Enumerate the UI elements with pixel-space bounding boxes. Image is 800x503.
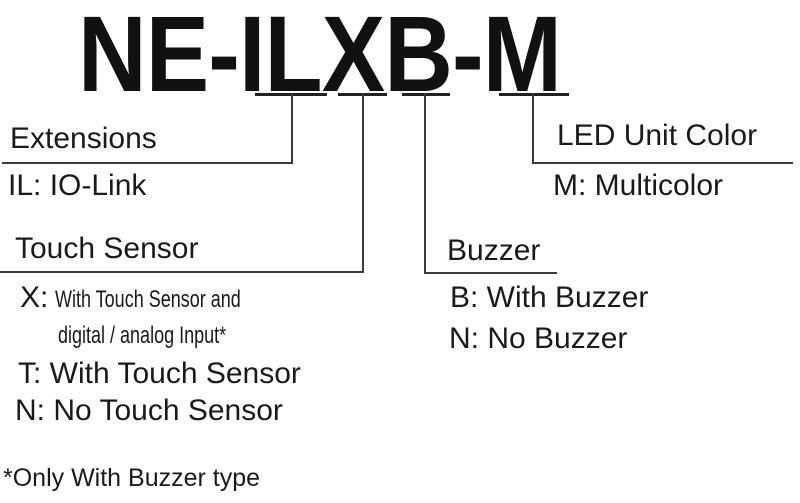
connector-buzzer-vertical xyxy=(424,93,426,274)
touch-sensor-item-x-code: X: xyxy=(20,281,49,314)
touch-sensor-item-x-line2: digital / analog Input* xyxy=(58,322,227,349)
extensions-label: Extensions xyxy=(10,122,157,155)
label-line-touch-sensor xyxy=(0,271,364,273)
extensions-item-il: IL: IO-Link xyxy=(8,169,147,202)
touch-sensor-label: Touch Sensor xyxy=(15,232,199,265)
label-line-buzzer xyxy=(424,272,557,274)
touch-sensor-item-n: N: No Touch Sensor xyxy=(15,394,283,427)
label-line-extensions xyxy=(2,162,293,164)
code-underline-b xyxy=(402,93,450,96)
connector-touch-sensor-vertical xyxy=(362,93,364,273)
buzzer-item-b: B: With Buzzer xyxy=(450,281,649,314)
touch-sensor-item-t: T: With Touch Sensor xyxy=(18,357,301,390)
footnote: *Only With Buzzer type xyxy=(3,464,261,492)
product-code-title: NE-ILXB-M xyxy=(78,0,562,114)
code-underline-m xyxy=(499,93,569,96)
touch-sensor-item-x-line1: With Touch Sensor and xyxy=(55,286,242,313)
connector-led-unit-color-vertical xyxy=(532,93,534,164)
touch-sensor-item-x-line2-row: digital / analog Input* xyxy=(58,324,282,348)
buzzer-item-n: N: No Buzzer xyxy=(449,322,628,355)
buzzer-label: Buzzer xyxy=(447,234,541,267)
led-unit-color-item-m: M: Multicolor xyxy=(553,169,724,202)
connector-extensions-vertical xyxy=(291,93,293,164)
label-line-led-unit-color xyxy=(532,162,793,164)
led-unit-color-label: LED Unit Color xyxy=(557,119,758,152)
touch-sensor-item-x: X:With Touch Sensor and xyxy=(20,283,303,313)
